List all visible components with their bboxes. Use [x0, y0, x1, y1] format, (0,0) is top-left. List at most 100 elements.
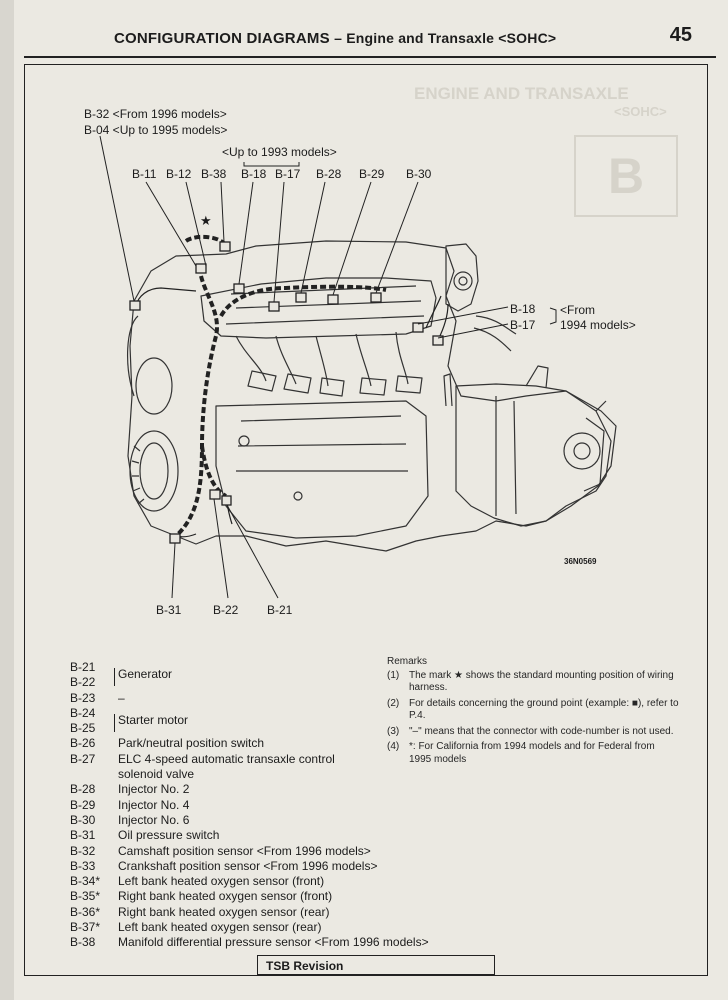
label-b30: B-30: [406, 167, 432, 181]
legend-code: B-27: [70, 751, 96, 766]
label-b17-right: B-17: [510, 318, 536, 332]
remark-item: (3) "–" means that the connector with cod…: [387, 726, 679, 739]
legend-desc: solenoid valve: [118, 767, 195, 782]
label-b31: B-31: [156, 603, 182, 617]
label-b18-right: B-18: [510, 302, 536, 316]
legend-row: B-38 Manifold differential pressure senso…: [70, 935, 429, 950]
label-b22: B-22: [213, 603, 239, 617]
connector-b11: [129, 300, 141, 311]
legend-desc: Injector No. 4: [118, 797, 190, 812]
label-b21: B-21: [267, 603, 293, 617]
remark-number: (2): [387, 697, 400, 709]
remark-number: (3): [387, 725, 400, 737]
diagram-labels: B-32 <From 1996 models> B-04 <Up to 1995…: [84, 107, 636, 617]
legend-row: B-35*Right bank heated oxygen sensor (fr…: [70, 889, 429, 904]
legend-row: B-27 ELC 4-speed automatic transaxle cont…: [70, 752, 429, 767]
legend-desc: –: [118, 690, 125, 705]
legend-desc: Injector No. 2: [118, 782, 190, 797]
legend-desc: Crankshaft position sensor <From 1996 mo…: [118, 858, 378, 873]
legend-code: B-38: [70, 935, 96, 950]
remark-number: (4): [387, 741, 400, 752]
connector-b18: [233, 283, 245, 294]
legend-row: solenoid valve: [70, 767, 429, 782]
label-b11: B-11: [132, 167, 157, 181]
connector-b22: [209, 489, 221, 500]
legend-group-generator: B-21 B-22 Generator: [70, 660, 429, 691]
legend-row: B-28 Injector No. 2: [70, 782, 429, 797]
legend-desc: Manifold differential pressure sensor <F…: [118, 935, 429, 950]
figure-code: 36N0569: [564, 557, 597, 566]
legend-group-starter: B-24 B-25 Starter motor: [70, 706, 429, 737]
remark-item: (1)The mark ★ shows the standard mountin…: [387, 670, 679, 695]
legend-row: B-36*Right bank heated oxygen sensor (re…: [70, 905, 429, 920]
connector-b38: [219, 241, 231, 252]
remarks-block: Remarks (1)The mark ★ shows the standard…: [387, 656, 679, 769]
legend-row: B-32 Camshaft position sensor <From 1996 …: [70, 844, 429, 859]
engine-drawing: [127, 240, 617, 552]
engine-diagram: B-32 <From 1996 models> B-04 <Up to 1995…: [84, 107, 636, 617]
thin-wires: [135, 287, 449, 538]
legend-desc-starter: Starter motor: [118, 712, 189, 727]
legend-row: B-23 –: [70, 691, 429, 706]
legend-row: B-33 Crankshaft position sensor <From 199…: [70, 859, 429, 874]
header-rule: [24, 56, 716, 58]
bleed-through-sub: <SOHC>: [614, 104, 667, 119]
note-top-1: B-32 <From 1996 models>: [84, 107, 227, 121]
note-bracket: <Up to 1993 models>: [222, 145, 337, 159]
legend-code: B-25: [70, 721, 96, 736]
connector-b18-right: [412, 322, 424, 333]
right-note-2: 1994 models>: [560, 318, 636, 332]
tsb-revision-box: TSB Revision: [257, 955, 495, 975]
connector-b31: [169, 533, 181, 544]
legend-bracket: [110, 668, 115, 686]
legend-desc: Oil pressure switch: [118, 828, 220, 843]
label-b29: B-29: [359, 167, 385, 181]
legend-code: B-23: [70, 690, 96, 705]
connector-b12: [195, 263, 207, 274]
leader-lines: [99, 135, 557, 599]
legend-desc: Park/neutral position switch: [118, 736, 265, 751]
remark-text: *: For California from 1994 models and f…: [409, 741, 655, 765]
legend-bracket: [110, 713, 115, 732]
legend-desc: Camshaft position sensor <From 1996 mode…: [118, 843, 371, 858]
header-subtitle: – Engine and Transaxle <SOHC>: [334, 30, 557, 46]
legend-code: B-35*: [70, 889, 101, 904]
remark-text: "–" means that the connector with code-n…: [409, 725, 674, 737]
bleed-through-letter: B: [574, 135, 678, 217]
legend-desc: Left bank heated oxygen sensor (rear): [118, 920, 322, 935]
page-frame: [24, 64, 708, 976]
legend-row: B-31 Oil pressure switch: [70, 828, 429, 843]
legend-row: B-37* Left bank heated oxygen sensor (rea…: [70, 920, 429, 935]
legend-code: B-31: [70, 828, 96, 843]
legend-row: B-34* Left bank heated oxygen sensor (fro…: [70, 874, 429, 889]
right-note-1: <From: [560, 303, 595, 317]
note-top-2: B-04 <Up to 1995 models>: [84, 123, 227, 137]
bleed-through-heading: ENGINE AND TRANSAXLE: [414, 84, 629, 103]
remark-number: (1): [387, 669, 400, 681]
remark-item: (2) For details concerning the ground poi…: [387, 698, 679, 723]
binder-edge: [0, 0, 15, 1000]
legend-desc: Right bank heated oxygen sensor (rear): [118, 904, 330, 919]
connector-b28: [295, 292, 307, 303]
legend-code: B-37*: [70, 920, 101, 935]
label-b38: B-38: [201, 167, 227, 181]
legend-code: B-26: [70, 736, 96, 751]
label-b12: B-12: [166, 167, 192, 181]
legend-code: B-28: [70, 782, 96, 797]
remark-item: (4) *: For California from 1994 models an…: [387, 741, 679, 766]
star-mark: ★: [200, 213, 212, 228]
connector-b30: [370, 292, 382, 303]
legend-code: B-34*: [70, 874, 101, 889]
remark-text: For details concerning the ground point …: [409, 697, 679, 722]
connector-legend: B-21 B-22 Generator B-23 – B-24 B-25 Star…: [70, 660, 429, 951]
header-title: CONFIGURATION DIAGRAMS: [114, 30, 330, 47]
manual-page: CONFIGURATION DIAGRAMS – Engine and Tran…: [14, 0, 728, 1000]
legend-desc: ELC 4-speed automatic transaxle control: [118, 751, 335, 766]
legend-desc: Injector No. 6: [118, 812, 190, 827]
legend-desc: Left bank heated oxygen sensor (front): [118, 874, 325, 889]
legend-desc-generator: Generator: [118, 667, 173, 681]
legend-code: B-32: [70, 843, 96, 858]
legend-code: B-33: [70, 858, 96, 873]
